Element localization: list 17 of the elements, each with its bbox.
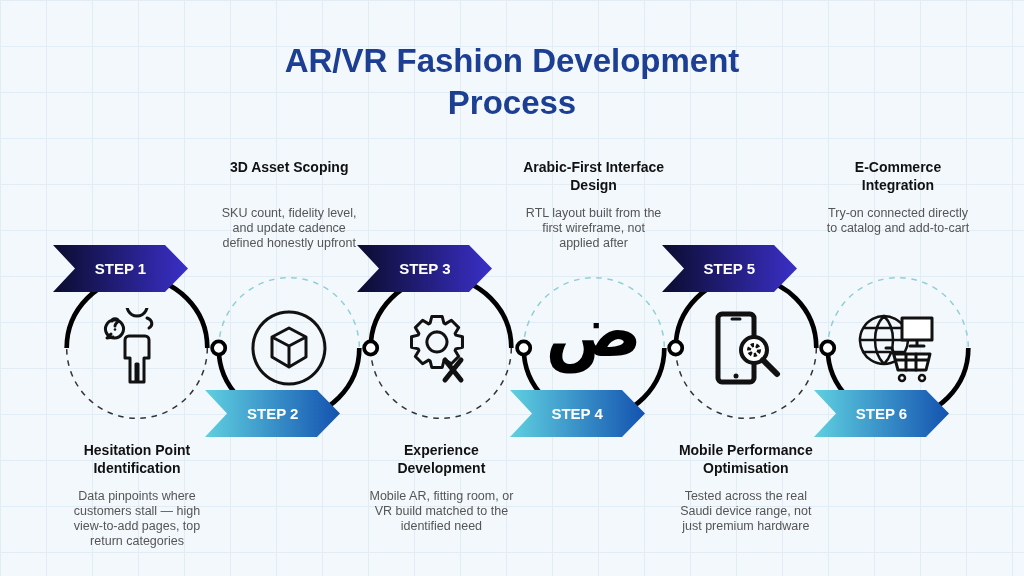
step-heading: Hesitation Point Identification	[82, 441, 192, 477]
step-description: Data pinpoints where customers stall — high view-to-add pages, top return categories	[72, 489, 202, 549]
step-description: Try-on connected directly to catalog and add-to-cart	[825, 206, 971, 236]
step-description: SKU count, fidelity level, and update cadence defined honestly upfront	[220, 206, 358, 251]
step-heading: 3D Asset Scoping	[228, 158, 350, 176]
arabic-letter: ض	[544, 288, 643, 376]
step-heading: E-Commerce Integration	[853, 158, 943, 194]
step-ribbon: STEP 1	[53, 245, 188, 292]
step-description: RTL layout built from the first wireframe, not applied after	[524, 206, 663, 251]
step-ribbon: STEP 5	[661, 245, 797, 292]
step-description: Tested across the real Saudi device range, not just premium hardware	[679, 489, 813, 534]
step-heading: Arabic-First Interface Design	[522, 158, 665, 194]
step-heading: Experience Development	[396, 441, 487, 477]
step-ribbon: STEP 4	[509, 390, 645, 437]
diagram-title: AR/VR Fashion Development Process	[283, 41, 741, 123]
step-heading: Mobile Performance Optimisation	[677, 441, 814, 477]
step-description: Mobile AR, fitting room, or VR build matched to the identified need	[368, 489, 515, 534]
